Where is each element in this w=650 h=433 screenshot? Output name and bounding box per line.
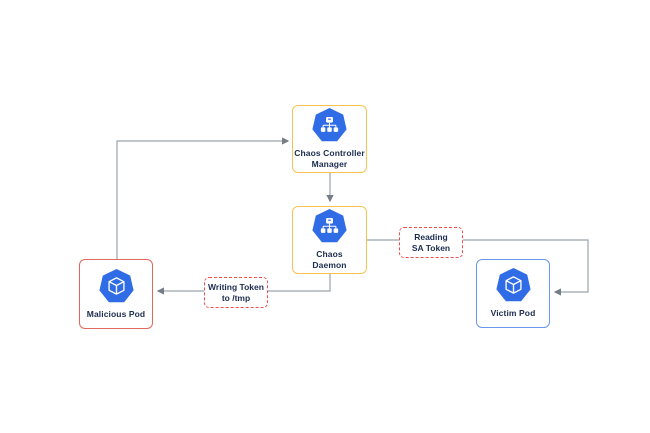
edge-malicious-pod-to-controller-manager (116, 137, 290, 259)
node-label: Victim Pod (490, 308, 536, 318)
node-malicious-pod: Malicious Pod (79, 259, 153, 329)
edge-label-writing-token-to-tmp: Writing Token to /tmp (204, 277, 268, 308)
cube-icon (495, 268, 531, 303)
node-label: Chaos Daemon (312, 249, 347, 270)
node-chaos-controller-manager: Chaos Controller Manager (292, 105, 367, 173)
node-chaos-daemon: Chaos Daemon (292, 206, 367, 274)
sitemap-icon (312, 209, 347, 244)
edge-label-reading-sa-token: Reading SA Token (399, 227, 463, 258)
node-victim-pod: Victim Pod (476, 259, 550, 328)
cube-icon (98, 268, 134, 304)
edge-daemon-to-victim-pod (367, 239, 589, 296)
sitemap-icon (312, 108, 347, 143)
node-label: Malicious Pod (86, 308, 146, 319)
node-label: Chaos Controller Manager (294, 148, 365, 169)
